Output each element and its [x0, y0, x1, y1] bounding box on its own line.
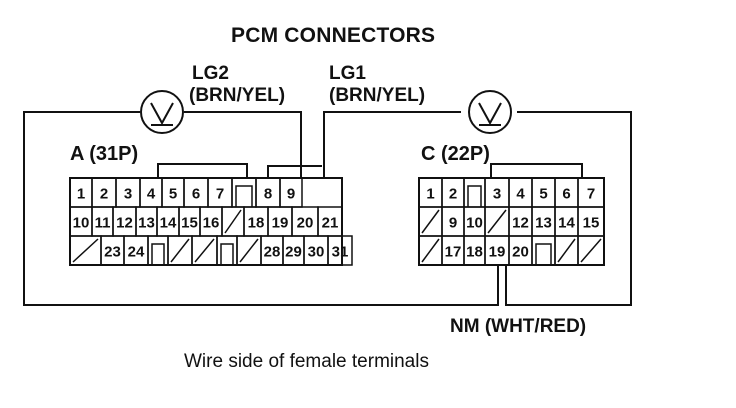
connector-c-cell — [577, 235, 605, 266]
connector-a-key-notch — [235, 185, 253, 207]
connector-a-cell — [327, 235, 353, 266]
connector-c-blank-terminal — [487, 209, 507, 234]
connector-a-pin-10: 10 — [73, 215, 90, 232]
connector-a-pin-30: 30 — [308, 244, 325, 261]
connector-c-pin-20: 20 — [512, 244, 529, 261]
connector-a-pin-2: 2 — [100, 186, 108, 203]
connector-c-pin-7: 7 — [587, 186, 595, 203]
connector-a-pin-15: 15 — [181, 215, 198, 232]
wire-lg2-ground — [23, 111, 499, 306]
connector-a-pin-5: 5 — [169, 186, 177, 203]
connector-a-pin-31: 31 — [332, 244, 349, 261]
connector-a-blank-terminal — [194, 238, 215, 263]
connector-a-pin-18: 18 — [248, 215, 265, 232]
nm-wire-label: NM (WHT/RED) — [450, 316, 587, 337]
wire-lg2-pin8 — [184, 111, 302, 178]
connector-a-pin-11: 11 — [95, 215, 111, 232]
diagram-caption: Wire side of female terminals — [184, 351, 429, 372]
lg2-voltmeter-icon — [140, 90, 184, 134]
connector-a-pin-9: 9 — [287, 186, 295, 203]
connector-a-pin-29: 29 — [285, 244, 302, 261]
connector-c-pin-9: 9 — [449, 215, 457, 232]
connector-c-label: C (22P) — [421, 143, 490, 165]
connector-c-pin-14: 14 — [558, 215, 575, 232]
connector-c-blank-terminal — [421, 209, 440, 234]
connector-a-pin-3: 3 — [124, 186, 132, 203]
diagram-title: PCM CONNECTORS — [231, 24, 436, 47]
lg2-label: LG2 — [192, 63, 229, 84]
connector-a-blank-terminal — [224, 209, 242, 234]
connector-a-key-notch — [220, 243, 234, 265]
connector-c-pin-10: 10 — [466, 215, 483, 232]
connector-c-blank-terminal — [421, 238, 440, 263]
connector-a-label: A (31P) — [70, 143, 139, 165]
connector-a-key-notch — [151, 243, 165, 265]
connector-a-blank-terminal — [72, 238, 99, 263]
connector-c-cell — [463, 177, 486, 208]
connector-a-pin-28: 28 — [264, 244, 281, 261]
connector-a-cell — [147, 235, 169, 266]
connector-c-pin-17: 17 — [445, 244, 462, 261]
connector-a-cell — [216, 235, 238, 266]
connector-c-key-notch — [467, 185, 482, 207]
wire-lg1-ground — [505, 111, 632, 306]
connector-c-pin-3: 3 — [493, 186, 501, 203]
connector-a-blank-terminal — [170, 238, 190, 263]
connector-c-pin-6: 6 — [562, 186, 570, 203]
connector-c-pin-19: 19 — [489, 244, 506, 261]
lg1-voltmeter-icon — [468, 90, 512, 134]
connector-c-pin-2: 2 — [449, 186, 457, 203]
connector-a-key — [157, 163, 248, 178]
connector-c-key — [490, 163, 583, 178]
connector-c-pin-12: 12 — [512, 215, 529, 232]
connector-a-pin-23: 23 — [104, 244, 121, 261]
connector-a-pin-14: 14 — [160, 215, 177, 232]
connector-c-pin-18: 18 — [466, 244, 483, 261]
connector-a-pin-16: 16 — [203, 215, 220, 232]
connector-a-pin-12: 12 — [116, 215, 133, 232]
voltmeter-symbol-lg2: V — [162, 116, 163, 118]
lg1-label: LG1 — [329, 63, 366, 84]
connector-a-pin-20: 20 — [297, 215, 314, 232]
connector-a-pin-6: 6 — [192, 186, 200, 203]
connector-c-pin-5: 5 — [539, 186, 547, 203]
connector-c-pin-4: 4 — [516, 186, 525, 203]
connector-c-pin-1: 1 — [426, 186, 434, 203]
connector-a-pin-13: 13 — [138, 215, 155, 232]
connector-a-pin-7: 7 — [216, 186, 224, 203]
connector-a-pin-19: 19 — [272, 215, 289, 232]
connector-a-pin-4: 4 — [147, 186, 156, 203]
connector-c-blank-terminal — [557, 238, 576, 263]
lg1-wire-color: (BRN/YEL) — [329, 85, 426, 106]
connector-c-blank-terminal — [580, 238, 602, 263]
lg2-wire-color: (BRN/YEL) — [189, 85, 286, 106]
connector-c-pin-15: 15 — [583, 215, 600, 232]
voltmeter-symbol-lg1: V — [490, 116, 491, 118]
wire-lg1-pin9 — [323, 111, 461, 178]
connector-a-right-key — [267, 165, 322, 178]
connector-a-pin-8: 8 — [264, 186, 272, 203]
connector-c-key-notch — [535, 243, 552, 265]
connector-a-pin-24: 24 — [128, 244, 145, 261]
connector-c-pin-13: 13 — [535, 215, 552, 232]
connector-a-pin-1: 1 — [77, 186, 85, 203]
connector-a-blank-terminal — [239, 238, 259, 263]
connector-a-pin-21: 21 — [322, 215, 339, 232]
